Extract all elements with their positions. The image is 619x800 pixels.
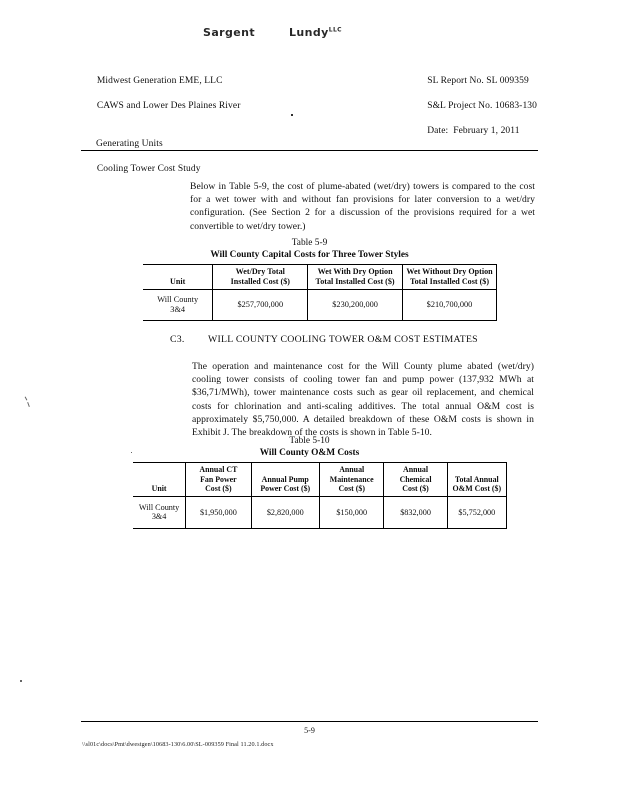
header-company: Midwest Generation EME, LLC xyxy=(96,75,223,86)
paragraph-om-cost: The operation and maintenance cost for t… xyxy=(192,361,534,439)
table-will-county-om-costs: Unit Annual CT Fan Power Cost ($) Annual… xyxy=(133,462,508,529)
scan-artifact-mark xyxy=(131,452,132,453)
header-report-no: SL Report No. SL 009359 xyxy=(427,75,529,86)
header-project-no: S&L Project No. 10683-130 xyxy=(427,100,537,111)
table-510-cell-fan-power: $1,950,000 xyxy=(185,495,252,529)
table-510-cell-pump-power: $2,820,000 xyxy=(251,495,320,529)
header-study-line: Cooling Tower Cost Study xyxy=(96,163,201,174)
scan-dot-artifact xyxy=(291,114,293,116)
section-heading-c3: C3. WILL COUNTY COOLING TOWER O&M COST ES… xyxy=(170,334,540,345)
scan-artifact-mark xyxy=(27,401,30,408)
header-date: Date: February 1, 2011 xyxy=(427,125,520,136)
page-number: 5-9 xyxy=(304,726,315,735)
table-510-th-chem-l2: Cost ($) xyxy=(402,484,429,494)
table-510-th-total: Total Annual O&M Cost ($) xyxy=(446,462,508,497)
footer-file-path: \\sl01c\docs\Pmt\dwestgen\10683-130\6.00… xyxy=(82,741,274,748)
table-510-th-maint-l2: Maintenance xyxy=(329,474,374,484)
table-510-caption-title: Will County O&M Costs xyxy=(259,448,360,458)
table-510-caption-number: Table 5-10 xyxy=(289,436,330,446)
table-510-th-pump: Annual Pump Power Cost ($) xyxy=(251,462,320,497)
table-59-th-withdry-l1: Wet With Dry Option xyxy=(317,267,393,276)
page-header: Midwest Generation EME, LLC CAWS and Low… xyxy=(82,62,537,188)
table-510-cell-total: $5,752,000 xyxy=(446,495,508,529)
logo-trademark: LLC xyxy=(328,26,342,34)
table-510-th-fan: Annual CT Fan Power Cost ($) xyxy=(185,462,252,497)
table-510-th-chemical: Annual Chemical Cost ($) xyxy=(383,462,448,497)
table-59-cell-wetdry-total: $257,700,000 xyxy=(212,289,309,321)
section-number: C3. xyxy=(170,334,185,345)
table-59-caption-number: Table 5-9 xyxy=(291,238,328,248)
logo-word-sargent: Sargent xyxy=(203,26,256,39)
table-will-county-capital-costs: Unit Wet/Dry Total Installed Cost ($) We… xyxy=(143,264,497,321)
table-59-cell-wet-without-dry: $210,700,000 xyxy=(402,289,497,321)
table-59-th-withoutdry: Wet Without Dry Option Total Installed C… xyxy=(402,264,497,290)
table-59-th-wetdry-l1: Wet/Dry Total xyxy=(235,267,285,276)
table-510-header-row: Unit Annual CT Fan Power Cost ($) Annual… xyxy=(133,462,508,497)
header-left-block: Midwest Generation EME, LLC CAWS and Low… xyxy=(82,62,240,188)
table-row: Will County 3&4 $1,950,000 $2,820,000 $1… xyxy=(133,495,508,529)
table-59-cell-unit-l2: 3&4 xyxy=(170,305,186,314)
table-59-th-unit: Unit xyxy=(143,264,213,290)
table-510-th-fan-l2: Fan Power xyxy=(200,474,237,484)
table-510-th-fan-l3: Cost ($) xyxy=(205,484,232,494)
table-59-cell-wet-with-dry: $230,200,000 xyxy=(307,289,403,321)
table-510-th-pump-l2: Power Cost ($) xyxy=(260,484,311,494)
table-59-th-wetdry-l2: Installed Cost ($) xyxy=(230,277,290,286)
table-59-th-withoutdry-l1: Wet Without Dry Option xyxy=(406,267,493,276)
table-row: Will County 3&4 $257,700,000 $230,200,00… xyxy=(143,289,497,321)
table-59-caption-title: Will County Capital Costs for Three Towe… xyxy=(210,250,409,260)
table-510-th-unit: Unit xyxy=(133,462,186,497)
table-510-th-pump-l1: Annual Pump xyxy=(261,474,309,484)
table-510-th-total-l2: O&M Cost ($) xyxy=(452,484,502,494)
table-510-th-chem-l1: Annual Chemical xyxy=(399,465,432,484)
scan-artifact-mark xyxy=(24,396,28,401)
table-59-th-withoutdry-l2: Total Installed Cost ($) xyxy=(409,277,490,286)
table-510-caption: Table 5-10 Will County O&M Costs xyxy=(0,435,619,459)
paragraph-table59-intro: Below in Table 5-9, the cost of plume-ab… xyxy=(190,181,535,232)
sargent-lundy-logo: Sargent LundyLLC xyxy=(185,26,360,39)
table-59-cell-unit: Will County 3&4 xyxy=(143,289,213,321)
table-510-cell-maintenance: $150,000 xyxy=(318,495,385,529)
table-59-th-withdry: Wet With Dry Option Total Installed Cost… xyxy=(307,264,403,290)
table-59-th-withdry-l2: Total Installed Cost ($) xyxy=(315,277,395,286)
table-59-cell-unit-l1: Will County xyxy=(157,295,199,304)
header-right-block: SL Report No. SL 009359 S&L Project No. … xyxy=(412,62,537,150)
table-510-th-fan-l1: Annual CT xyxy=(199,465,238,474)
logo-word-lundy: Lundy xyxy=(289,26,329,39)
table-59-caption: Table 5-9 Will County Capital Costs for … xyxy=(0,237,619,261)
scan-artifact-mark xyxy=(20,680,22,682)
table-59-th-wetdry: Wet/Dry Total Installed Cost ($) xyxy=(212,264,309,290)
table-510-cell-unit-l1: Will County xyxy=(138,502,180,512)
table-510-th-maintenance: Annual Maintenance Cost ($) xyxy=(318,462,385,497)
table-510-th-maint-l1: Annual xyxy=(339,465,365,474)
section-title: WILL COUNTY COOLING TOWER O&M COST ESTIM… xyxy=(208,334,478,345)
table-510-th-total-l1: Total Annual xyxy=(454,474,499,484)
header-units-line: Generating Units xyxy=(96,138,163,149)
table-510-th-maint-l3: Cost ($) xyxy=(338,484,365,494)
header-project-line: CAWS and Lower Des Plaines River xyxy=(96,100,241,111)
header-divider-rule xyxy=(81,150,538,151)
table-510-cell-unit-l2: 3&4 xyxy=(151,512,167,522)
footer-divider-rule xyxy=(81,721,538,722)
table-510-cell-chemical: $832,000 xyxy=(383,495,448,529)
table-59-header-row: Unit Wet/Dry Total Installed Cost ($) We… xyxy=(143,264,497,290)
table-510-cell-unit: Will County 3&4 xyxy=(133,495,186,529)
